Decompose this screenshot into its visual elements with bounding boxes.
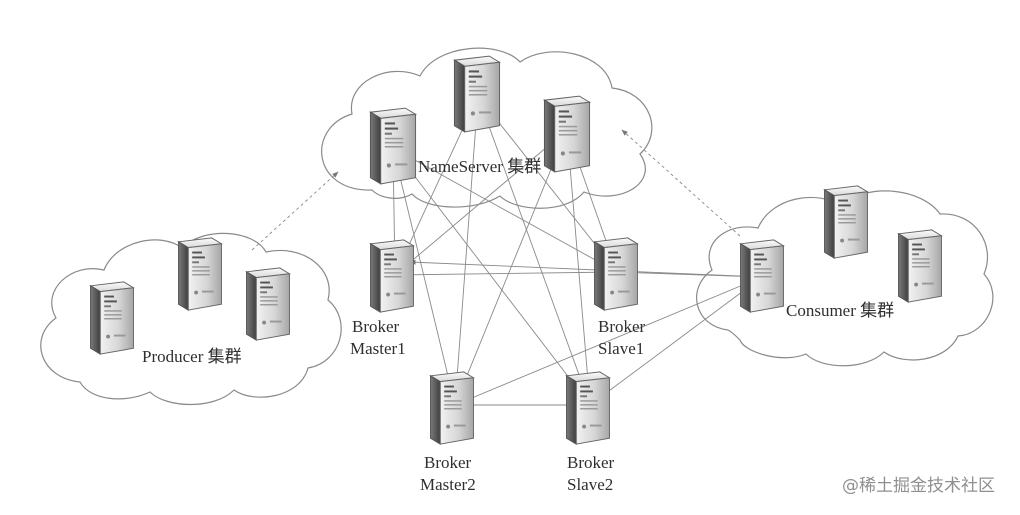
broker-slave1-label-line1: Broker: [598, 317, 646, 336]
master-slave-link: [394, 269, 618, 276]
broker-slave2-label-line1: Broker: [567, 453, 615, 472]
broker-slave2-server-icon: [566, 371, 610, 445]
link-line: [394, 129, 568, 276]
nameserver-server-icon: [453, 55, 501, 133]
link-line: [477, 95, 618, 273]
watermark: @稀土掘金技术社区: [842, 476, 995, 496]
consumer-link: [589, 276, 763, 406]
producer-server-icon: [178, 237, 222, 311]
link-line: [454, 95, 479, 406]
link-line: [477, 95, 591, 406]
broker-slave1-label-line2: Slave1: [598, 339, 644, 358]
broker-master2-server-icon: [430, 371, 474, 445]
nameserver-server-icon: [369, 107, 417, 185]
consumer-server-icon: [740, 239, 784, 313]
connection-lines: [251, 95, 763, 408]
broker-master1-label-line1: Broker: [352, 317, 400, 336]
nameserver-server-icon: [543, 95, 591, 173]
producer-cluster-label: Producer 集群: [142, 347, 242, 366]
consumer-link: [616, 269, 763, 278]
link-line: [566, 129, 591, 406]
broker-master1-label-line2: Master1: [350, 339, 406, 358]
consumer-link: [409, 259, 763, 278]
consumer-server-icon: [824, 185, 868, 259]
broker-master2-label-line2: Master2: [420, 475, 476, 494]
consumer-cluster-label: Consumer 集群: [786, 301, 894, 320]
link-line: [454, 129, 568, 406]
link-line: [392, 147, 618, 273]
consumer-server-icon: [898, 229, 942, 303]
nameserver-cluster-label: NameServer 集群: [418, 157, 541, 176]
broker-master2-label-line1: Broker: [424, 453, 472, 472]
link-line: [392, 147, 456, 406]
producer-server-icon: [90, 281, 134, 355]
consumer-to-nameserver-link: [621, 129, 741, 237]
broker-slave1-server-icon: [594, 237, 638, 311]
broker-slave2-label-line2: Slave2: [567, 475, 613, 494]
producer-server-icon: [246, 267, 290, 341]
broker-master1-server-icon: [370, 239, 414, 313]
producer-to-nameserver-link: [251, 171, 339, 251]
consumer-link: [454, 276, 763, 406]
